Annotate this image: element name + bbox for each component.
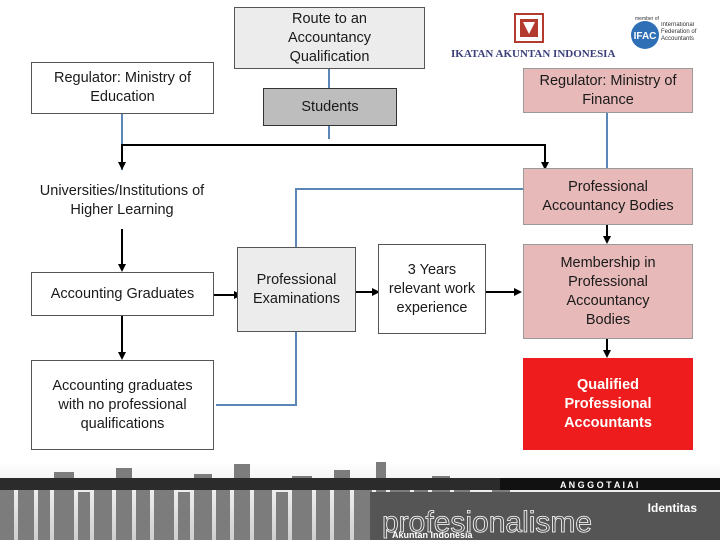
accountancy-bodies-box: Professional Accountancy Bodies	[523, 168, 693, 225]
graduates-no-qualification-label: Accounting graduates with no professiona…	[52, 377, 193, 432]
universities-label: Universities/Institutions of Higher Lear…	[39, 183, 205, 218]
graduates-no-qualification-box: Accounting graduates with no professiona…	[31, 360, 214, 450]
membership-label: Membership in Professional Accountancy B…	[560, 254, 656, 328]
ifac-name: International Federation of Accountants	[661, 22, 697, 42]
qualified-accountants-label: Qualified Professional Accountants	[564, 376, 652, 431]
line-pab-to-exam	[295, 188, 525, 247]
regulator-finance-box: Regulator: Ministry of Finance	[523, 68, 693, 113]
footer-profesionalisme: profesionalisme	[382, 506, 592, 539]
accounting-graduates-label: Accounting Graduates	[50, 285, 195, 302]
arrow-top-bar-right	[329, 144, 549, 170]
footer-akuntan: Akuntan Indonesia	[392, 530, 474, 540]
footer-identitas: Identitas	[648, 501, 698, 515]
accountancy-bodies-label: Professional Accountancy Bodies	[542, 178, 674, 214]
students-box: Students	[263, 88, 397, 126]
footer-banner: A N G G O T A I A I Identitas profesiona…	[0, 462, 720, 540]
students-label: Students	[301, 98, 359, 115]
professional-examinations-label: Professional Examinations	[252, 271, 341, 307]
work-experience-label: 3 Years relevant work experience	[388, 261, 476, 316]
accounting-graduates-box: Accounting Graduates	[31, 272, 214, 316]
universities-box: Universities/Institutions of Higher Lear…	[22, 176, 222, 226]
footer-banner-text: A N G G O T A I A I	[560, 480, 638, 490]
regulator-finance-label: Regulator: Ministry of Finance	[539, 72, 677, 108]
regulator-education-box: Regulator: Ministry of Education	[31, 62, 214, 114]
line-noqual-to-exam	[216, 332, 297, 406]
regulator-education-label: Regulator: Ministry of Education	[54, 70, 191, 105]
ifac-abbr: IFAC	[634, 31, 657, 42]
arrow-top-bar-left	[118, 144, 329, 170]
iai-name: IKATAN AKUNTAN INDONESIA	[451, 48, 615, 60]
logo-area: IKATAN AKUNTAN INDONESIA member of IFAC …	[447, 8, 715, 66]
route-label: Route to an Accountancy Qualification	[287, 10, 372, 65]
iai-logo: IKATAN AKUNTAN INDONESIA	[451, 13, 615, 60]
ifac-logo: member of IFAC International Federation …	[631, 16, 697, 49]
route-box: Route to an Accountancy Qualification	[234, 7, 425, 69]
work-experience-box: 3 Years relevant work experience	[378, 244, 486, 334]
qualified-accountants-box: Qualified Professional Accountants	[523, 358, 693, 450]
professional-examinations-box: Professional Examinations	[237, 247, 356, 332]
ifac-member-text: member of	[635, 16, 660, 22]
footer-graphic: A N G G O T A I A I Identitas profesiona…	[0, 462, 720, 540]
membership-box: Membership in Professional Accountancy B…	[523, 244, 693, 339]
